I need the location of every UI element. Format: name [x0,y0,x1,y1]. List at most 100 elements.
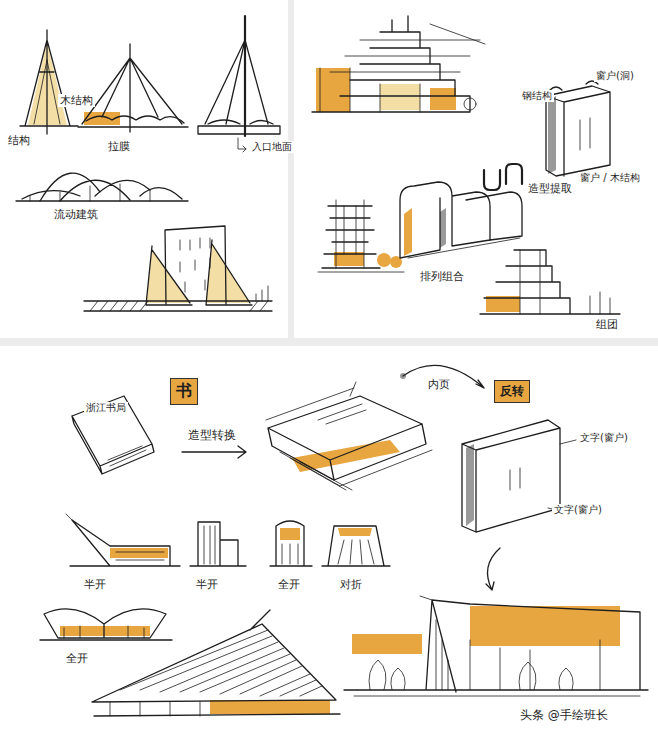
sketch-stroke [268,396,426,480]
stacked-building-sketch [312,16,485,112]
sketch-stroke [404,208,412,256]
open-book-roof-sketch [40,609,172,640]
sketch-stroke [90,301,268,311]
sketch-note: 浙江书局 [84,402,128,414]
sketch-note: 排列组合 [418,270,466,283]
sketch-stroke [338,528,372,536]
sketch-stroke [92,610,340,716]
sketch-stroke [470,606,620,646]
sketch-stroke [270,521,312,566]
sketch-stroke [266,382,432,490]
sketch-note: 结构 [6,134,32,147]
sketch-note: 拉膜 [106,140,132,153]
sketch-stroke [30,184,150,201]
sketch-stroke [486,548,500,590]
sketch-stroke [198,40,280,134]
slope-roof-sketch [92,610,340,716]
sketch-stroke [440,208,446,248]
sketch-stroke [72,396,154,474]
sketch-stroke [180,238,210,292]
sketch-stroke [338,540,374,564]
half-open-sketch [190,522,246,566]
arrow-sketch [182,446,246,458]
sketch-stroke [182,446,246,458]
sketch-stroke [22,173,182,201]
sketch-note: 流动建筑 [52,208,100,221]
sketch-note: 文字(窗户) [578,432,630,444]
sketch-stroke [548,96,556,174]
sketch-note: 造型转换 [186,428,238,442]
sketch-stroke [64,626,144,638]
sketch-stroke [430,88,456,110]
sketch-stroke [464,98,476,110]
title-box: 反转 [494,380,530,403]
sketch-stroke [462,420,560,532]
sketch-stroke [292,440,400,472]
sketch-stroke [208,120,273,124]
sketch-note: 对折 [338,578,364,591]
sketch-stroke [484,164,522,190]
sketch-stroke [510,440,576,510]
sketch-note: 半开 [82,578,108,591]
sketch-stroke [354,596,640,696]
sketch-stroke [520,250,610,314]
sketch-stroke [20,30,78,134]
sketch-note: 窗户 / 木结构 [578,172,642,184]
sketch-stroke [550,81,598,90]
sketch-stroke [70,520,180,566]
title-box: 书 [170,378,198,405]
sketch-note: 全开 [276,578,302,591]
sketch-stroke [330,24,485,72]
sketch-note: 全开 [64,652,90,665]
sketch-stroke [256,286,268,301]
u-module-sketch [400,164,522,258]
sketch-note: 木结构 [58,94,95,107]
sketch-stroke [352,634,422,654]
sketch-stroke [108,446,146,466]
flat-box-sketch [266,382,432,490]
sketch-stroke [480,250,620,314]
half-open-sketch [66,514,180,566]
tower-sketch [318,200,404,272]
sketch-stroke [316,68,350,112]
a-frame-building-sketch [344,596,648,696]
sketch-note: 内页 [426,378,452,391]
box-text: 书 [176,381,192,402]
tent-sketch [198,16,280,152]
box-text: 反转 [500,383,524,400]
sketch-stroke [436,620,600,690]
sketch-note: 组团 [594,318,620,331]
sketch-note: 钢结构 [520,90,554,102]
sketch-stroke [190,522,246,566]
sketch-stroke [165,226,226,304]
sketch-stroke [86,116,184,123]
sketch-stroke [238,138,246,152]
sketch-stroke [78,44,188,132]
sketch-stroke [210,700,330,714]
sketch-stroke [120,630,322,696]
sketch-stroke [408,238,520,258]
sketch-stroke [380,84,420,110]
sketch-stroke [312,16,470,112]
sketch-stroke [377,253,391,267]
panel [294,0,658,338]
watermark: 头条 @手绘班长 [518,708,610,722]
sketch-stroke [344,600,648,692]
sketch-stroke [318,404,366,424]
sketch-note: 造型提取 [526,182,574,195]
sketch-stroke [110,702,200,716]
sketch-stroke [280,528,300,540]
sketch-stroke [204,526,215,564]
sail-building-sketch [84,226,272,311]
box-sketch [546,81,610,176]
sketch-stroke [369,660,573,690]
sketch-stroke [466,444,474,526]
sketch-stroke [244,16,246,136]
sketch-stroke [206,244,250,303]
sketch-stroke [282,544,298,564]
tent-sketch [78,44,188,132]
sketch-stroke [110,548,168,558]
sketch-note: 文字(窗户) [552,504,604,516]
fold-sketch [322,526,390,566]
